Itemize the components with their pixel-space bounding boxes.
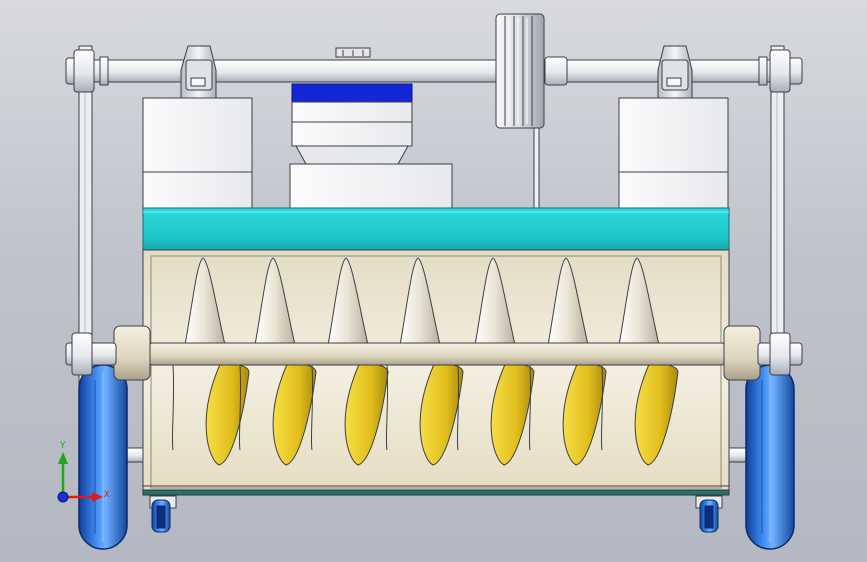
right-bearing-block	[657, 45, 693, 99]
hopper-lip	[142, 207, 730, 251]
auger-flight-lower	[344, 361, 389, 466]
auger-flight-lower	[634, 361, 679, 466]
right-box	[618, 97, 729, 209]
auger-flight-upper	[327, 257, 369, 346]
left-caster	[149, 495, 177, 533]
right-caster	[695, 495, 723, 533]
auger-flight-lower	[272, 361, 317, 466]
auger-flight-lower	[205, 361, 250, 466]
auger-flight-lower	[490, 361, 535, 466]
drive-belt	[533, 127, 540, 209]
auger-flight-upper	[474, 257, 516, 346]
auger-flight-edge	[310, 364, 314, 451]
auger-flight-lower	[562, 361, 607, 466]
auger-flight-upper	[184, 257, 226, 346]
v-belt-pulley	[495, 13, 545, 129]
y-axis-label: Y	[60, 441, 66, 451]
left-box	[142, 97, 253, 209]
auger-flight-edge	[528, 364, 532, 451]
right-wheel	[745, 364, 795, 550]
top-drive-shaft	[65, 49, 803, 93]
auger-flights	[171, 257, 679, 466]
auger-flight-upper	[399, 257, 441, 346]
auger-flight-edge	[238, 364, 242, 451]
auger-flight-edge	[600, 364, 604, 451]
x-arrowhead	[92, 492, 103, 502]
motor-blue-band	[291, 83, 413, 103]
auger-flight-edge	[456, 364, 460, 451]
auger-flight-upper	[254, 257, 296, 346]
auger-shaft	[65, 325, 803, 381]
coordinate-triad	[57, 452, 103, 503]
left-wheel	[78, 364, 128, 550]
x-axis-label: X	[104, 490, 110, 500]
auger-flight-upper	[547, 257, 589, 346]
auger-flight-lower	[419, 361, 464, 466]
y-arrowhead	[58, 452, 68, 464]
auger-flight-edge	[171, 364, 175, 451]
z-axis-dot	[57, 491, 69, 503]
auger-flight-edge	[385, 364, 389, 451]
motor-gearbox	[289, 47, 453, 209]
auger-flight-upper	[618, 257, 660, 346]
left-bearing-block	[180, 45, 217, 99]
